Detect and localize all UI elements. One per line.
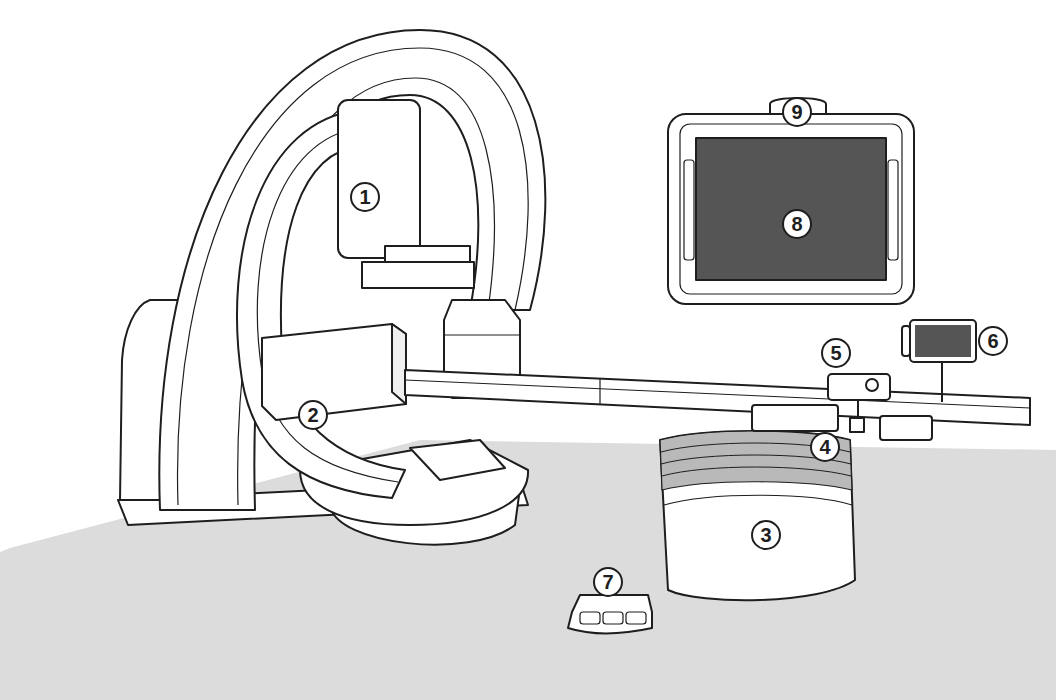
pedestal-band: [664, 495, 852, 505]
foot-switch: [568, 595, 652, 633]
monitor-frame: [668, 114, 914, 304]
monitor-handle: [888, 160, 898, 260]
joystick-module: [828, 374, 890, 400]
table-joint: [599, 379, 600, 404]
callout-number: 6: [978, 326, 1008, 356]
callout-number: 1: [350, 182, 380, 212]
gantry-arch: [159, 30, 545, 510]
gantry-arch-stripe: [178, 48, 529, 505]
joystick-post: [857, 400, 859, 418]
foot-pedal: [603, 612, 623, 624]
table-side-module: [880, 416, 932, 440]
callout-number: 5: [821, 338, 851, 368]
control-connector: [850, 418, 864, 432]
touchscreen-display: [915, 325, 971, 357]
patient-table: [405, 370, 1030, 425]
monitor-bezel: [680, 124, 902, 294]
monitor-handle: [684, 160, 694, 260]
x-ray-tube-face: [392, 324, 406, 404]
flat-detector: [338, 100, 420, 258]
detector-plate: [362, 262, 474, 288]
table-edge: [405, 380, 1030, 408]
joystick: [866, 379, 878, 391]
callout-number: 9: [782, 97, 812, 127]
callout-number: 3: [751, 520, 781, 550]
x-ray-tube: [262, 324, 406, 420]
detector-housing: [385, 246, 470, 262]
touchscreen-pole: [941, 362, 943, 402]
callout-number: 8: [782, 209, 812, 239]
pedestal-layers: [660, 431, 852, 490]
gantry-arch-stripe: [238, 78, 495, 505]
callout-number: 2: [298, 400, 328, 430]
callout-number: 4: [810, 432, 840, 462]
foot-pedal: [626, 612, 646, 624]
table-side-module: [752, 405, 838, 431]
callout-number: 7: [593, 567, 623, 597]
touchscreen-handle: [902, 326, 910, 356]
foot-pedal: [580, 612, 600, 624]
touchscreen: [910, 320, 976, 362]
swivel-cap: [410, 440, 505, 480]
arch-joint-edge: [444, 334, 520, 335]
monitor-screen: [696, 138, 886, 280]
table-pedestal: [660, 431, 855, 600]
